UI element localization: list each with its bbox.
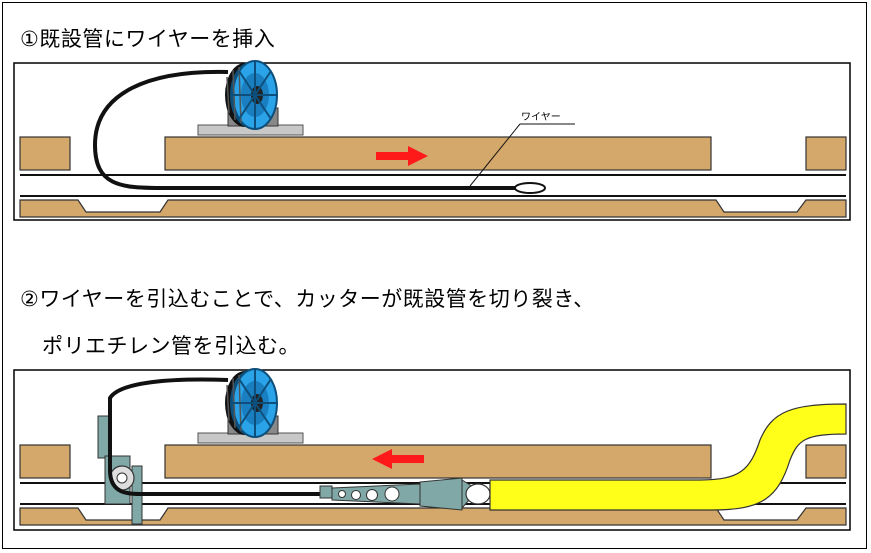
direction-arrow-icon xyxy=(372,449,424,469)
wire-label: ワイヤー xyxy=(521,112,561,123)
panel-step2 xyxy=(13,368,851,531)
wire-reel-icon xyxy=(224,60,278,130)
direction-arrow-icon xyxy=(376,146,428,166)
cutter-head-icon xyxy=(319,477,491,511)
step1-caption: ①既設管にワイヤーを挿入 xyxy=(20,27,276,51)
step2-caption-line1: ②ワイヤーを引込むことで、カッターが既設管を切り裂き、 xyxy=(20,287,595,311)
panel-step1: ワイヤー xyxy=(13,60,851,221)
wire-reel-icon xyxy=(224,368,278,438)
step2-caption-line2: ポリエチレン管を引込む。 xyxy=(42,334,300,358)
